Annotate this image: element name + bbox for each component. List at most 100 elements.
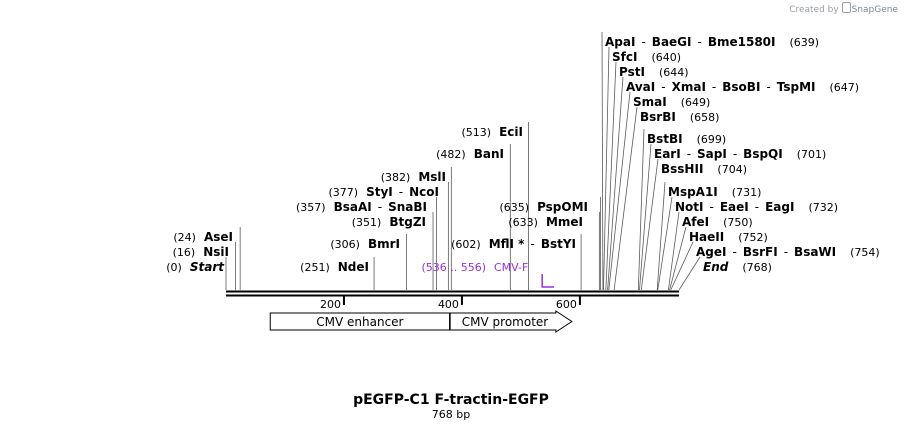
site-position: (640) [651,51,681,64]
site-label-sfci: SfcI (640) [612,50,681,64]
site-leader-line [678,256,701,291]
feature-arrows: CMV enhancer CMV promoter [269,310,573,333]
enzyme-name: NotI [675,200,704,214]
site-position: (602) [451,238,481,251]
site-label-noti: NotI-EaeI-EagI(732) [675,200,838,214]
site-position: (377) [329,186,359,199]
enzyme-name: Start [190,260,225,274]
site-label-eari: EarI-SapI-BspQI(701) [654,147,826,161]
name-separator: - [698,35,702,49]
site-label-start: (0)Start [166,260,225,274]
site-labels: (0)Start(16)NsiI(24)AseI(251)NdeI(306)Bm… [166,35,879,274]
enzyme-name: BstBI [647,132,683,146]
enzyme-name: SfcI [612,50,637,64]
enzyme-name: ApaI [605,35,635,49]
name-separator: - [766,80,770,94]
primer-range: (536 .. 556) [421,261,486,274]
enzyme-name: BsaWI [794,245,836,259]
name-separator: - [661,80,665,94]
enzyme-name: PspOMI [537,200,588,214]
site-label-agei: AgeI-BsrFI-BsaWI(754) [696,245,880,259]
site-label-bani: (482)BanI [436,147,504,161]
site-leader-line [613,106,638,291]
enzyme-name: EciI [499,125,523,139]
name-separator: - [755,200,759,214]
site-label-haeii: HaeII(752) [689,230,768,244]
site-position: (251) [300,261,330,274]
enzyme-name: PstI [619,65,645,79]
site-label-mfli: (602)MflI *-BstYI [451,237,576,251]
feature-arrow [449,310,573,333]
enzyme-name: BmrI [368,237,400,251]
map-title: pEGFP-C1 F-tractin-EGFP [353,392,549,408]
enzyme-name: SmaI [633,95,667,109]
site-position: (633) [508,216,538,229]
site-label-btgzi: (351) BtgZI [352,215,426,229]
enzyme-name: NsiI [203,245,229,259]
site-label-bsrbi: BsrBI (658) [640,110,719,124]
site-label-bstbi: BstBI (699) [647,132,726,146]
site-label-end: End(768) [703,260,772,274]
enzyme-name: BspQI [743,147,783,161]
site-position: (731) [732,186,762,199]
site-position: (699) [697,133,727,146]
site-position: (658) [690,111,720,124]
site-label-styi: (377)StyI-NcoI [329,185,439,199]
site-position: (754) [850,246,880,259]
tick-label: 600 [556,298,577,311]
site-label-ecii: (513)EciI [462,125,523,139]
enzyme-name: MmeI [546,215,583,229]
site-position: (649) [681,96,711,109]
site-leader-line [637,128,645,291]
site-label-bmri: (306) BmrI [330,237,400,251]
enzyme-name: TspMI [777,80,816,94]
site-position: (752) [738,231,768,244]
site-position: (16) [173,246,196,259]
site-leader-line [608,91,631,291]
primer-name: CMV-F [494,261,528,274]
name-separator: - [712,80,716,94]
enzyme-name: BaeGI [652,35,692,49]
name-separator: - [530,237,534,251]
enzyme-name: SapI [697,147,727,161]
site-label-avai: AvaI-XmaI-BsoBI-TspMI(647) [626,80,859,94]
site-leader-line [605,61,617,291]
name-separator: - [784,245,788,259]
feature-arrow [269,312,451,331]
name-separator: - [378,200,382,214]
feature-label: CMV enhancer [316,315,403,329]
site-position: (647) [830,81,860,94]
site-leader-lines [225,31,701,291]
enzyme-name: AvaI [626,80,655,94]
site-leader-line [667,211,680,291]
snapgene-credit: Created by SnapGene [789,2,898,15]
enzyme-name: EaeI [720,200,749,214]
enzyme-name: BanI [474,147,504,161]
site-position: (768) [742,261,772,274]
site-leader-line [656,181,666,291]
enzyme-name: BtgZI [389,215,426,229]
site-position: (639) [790,36,820,49]
enzyme-name: MspA1I [668,185,718,199]
enzyme-name: MflI * [489,237,525,251]
credit-prefix: Created by [789,5,839,15]
dna-backbone [226,290,679,297]
site-position: (357) [296,201,326,214]
site-leader-line [601,31,604,291]
enzyme-name: NdeI [338,260,369,274]
enzyme-name: BsrBI [640,110,676,124]
enzyme-name: XmaI [672,80,706,94]
name-separator: - [710,200,714,214]
site-position: (306) [330,238,360,251]
feature-label: CMV promoter [462,315,549,329]
site-label-afei: AfeI(750) [682,215,753,229]
enzyme-name: MslI [418,170,446,184]
enzyme-name: AfeI [682,215,709,229]
enzyme-name: EarI [654,147,681,161]
site-position: (351) [352,216,382,229]
name-separator: - [641,35,645,49]
snapgene-logo-icon [841,2,851,13]
map-length: 768 bp [432,408,470,421]
